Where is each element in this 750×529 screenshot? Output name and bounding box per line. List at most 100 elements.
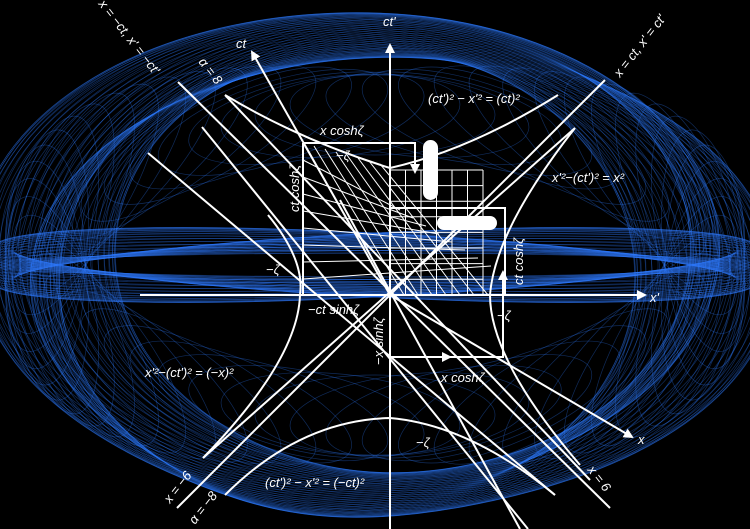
pattern-ellipse — [0, 231, 740, 299]
pattern-ellipse — [59, 45, 647, 518]
pattern-ellipse — [33, 32, 642, 512]
pattern-ellipse — [0, 241, 733, 289]
pattern-ellipse — [1, 227, 750, 303]
grid-line — [302, 265, 492, 280]
grid-line — [324, 148, 419, 296]
pattern-ellipse — [19, 28, 652, 509]
pattern-ellipse — [80, 18, 695, 474]
pattern-ellipse — [0, 12, 720, 483]
pattern-ellipse — [57, 49, 661, 518]
pattern-ellipse — [361, 68, 593, 176]
equation-top: (ct')² − x'² = (ct)² — [428, 91, 520, 106]
grid-line — [302, 210, 440, 235]
pattern-ellipse — [114, 32, 705, 477]
pattern-ellipse — [70, 17, 697, 474]
pattern-ellipse — [0, 227, 747, 303]
pattern-ellipse — [60, 290, 248, 463]
pattern-ellipse — [8, 12, 717, 480]
pattern-ellipse — [0, 19, 688, 500]
pattern-ellipse — [0, 15, 707, 494]
pattern-ellipse — [0, 243, 732, 287]
pattern-ellipse — [661, 160, 746, 401]
pattern-ellipse — [42, 55, 711, 515]
pattern-ellipse — [39, 14, 708, 476]
pattern-ellipse — [361, 354, 593, 462]
pattern-ellipse — [70, 48, 750, 490]
pattern-ellipse — [30, 56, 750, 505]
pattern-ellipse — [0, 233, 738, 297]
pattern-ellipse — [325, 71, 562, 166]
hyperbola-right — [488, 127, 581, 466]
label-neg-ct-sinh: −ct sinhζ — [308, 302, 360, 317]
pattern-ellipse — [18, 243, 750, 287]
pattern-ellipse — [0, 249, 731, 281]
label-x: x — [637, 432, 645, 447]
pattern-ellipse — [0, 243, 732, 287]
pattern-ellipse — [0, 21, 680, 502]
pattern-ellipse — [46, 54, 700, 516]
pattern-ellipse — [80, 308, 282, 465]
line-alpha-neg — [202, 127, 576, 459]
pattern-ellipse — [398, 66, 621, 190]
pattern-ellipse — [0, 241, 733, 289]
pattern-ellipse — [254, 374, 496, 456]
grid-line — [379, 163, 489, 296]
pattern-ellipse — [36, 56, 732, 513]
pattern-ellipse — [0, 227, 749, 303]
pattern-ellipse — [50, 38, 635, 516]
label-rapidity-top: −ζ — [336, 148, 351, 163]
pattern-ellipse — [103, 325, 317, 465]
pattern-ellipse — [7, 196, 115, 427]
grid-line — [368, 160, 475, 296]
pattern-ellipse — [26, 30, 647, 511]
pattern-ellipse — [4, 144, 86, 386]
pattern-ellipse — [220, 73, 461, 158]
pattern-ellipse — [30, 252, 186, 454]
hyperbola-left — [202, 214, 302, 459]
label-rapidity-bottom: −ζ — [416, 435, 431, 450]
projection-box-right — [390, 207, 506, 295]
pattern-ellipse — [108, 25, 692, 474]
pattern-ellipse — [635, 103, 743, 334]
grid-line — [357, 157, 461, 296]
pattern-ellipse — [157, 354, 389, 462]
pattern-ellipse — [39, 34, 639, 514]
horizontal-bar-mark — [437, 216, 497, 230]
line-through-origin-1 — [147, 152, 556, 496]
label-light-neg: x = −ct, x' = −ct' — [95, 0, 163, 77]
pattern-ellipse — [591, 83, 731, 297]
pattern-ellipse — [651, 115, 745, 352]
line-alpha-pos — [224, 94, 591, 481]
pattern-ellipse — [664, 144, 746, 386]
pattern-ellipse — [56, 42, 638, 517]
pattern-ellipse — [289, 372, 530, 457]
label-rapidity-right: −ζ — [497, 308, 512, 323]
pattern-ellipse — [55, 50, 670, 518]
pattern-ellipse — [3, 227, 750, 303]
pattern-ellipse — [30, 56, 750, 507]
pattern-ellipse — [58, 44, 642, 518]
pattern-ellipse — [80, 65, 282, 222]
pattern-ellipse — [115, 30, 700, 476]
pattern-ellipse — [398, 340, 621, 464]
pattern-ellipse — [4, 24, 666, 506]
pattern-ellipse — [114, 29, 696, 475]
pattern-ellipse — [564, 76, 720, 278]
grid-line — [346, 154, 447, 296]
pattern-ellipse — [43, 271, 216, 459]
pattern-ellipse — [0, 252, 731, 278]
pattern-ellipse — [0, 12, 720, 485]
pattern-ellipse — [111, 34, 711, 478]
pattern-ellipse — [43, 53, 750, 497]
label-x-cosh-bottom: x coshζ — [440, 370, 486, 385]
pattern-ellipse — [0, 18, 695, 498]
pattern-ellipse — [0, 238, 734, 292]
pattern-ellipse — [17, 241, 750, 289]
pattern-ellipse — [661, 129, 746, 370]
pattern-ellipse — [32, 56, 750, 503]
equation-left: x'²−(ct')² = (−x)² — [144, 365, 234, 380]
pattern-ellipse — [91, 42, 739, 484]
pattern-ellipse — [17, 241, 750, 289]
